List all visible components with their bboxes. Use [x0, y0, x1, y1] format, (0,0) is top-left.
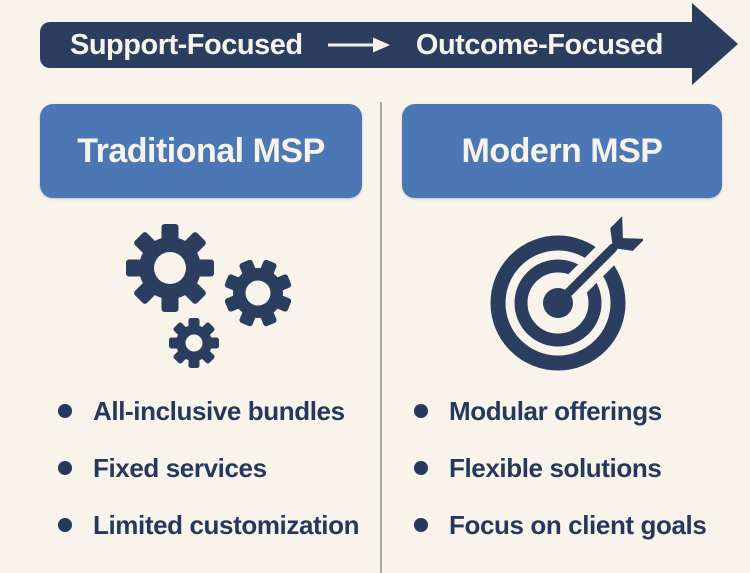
gears-icon: [126, 224, 292, 368]
bullet-dot-icon: [58, 461, 72, 475]
list-item: All-inclusive bundles: [58, 394, 345, 428]
right-arrow-icon: [328, 37, 391, 53]
list-item-label: Modular offerings: [449, 395, 662, 426]
banner-left-label: Support-Focused: [70, 28, 303, 61]
modern-msp-title: Modern MSP: [461, 131, 663, 170]
list-item-label: Focus on client goals: [449, 509, 707, 540]
target-icon: [490, 216, 643, 371]
list-item: Focus on client goals: [414, 508, 707, 542]
transition-banner: Support-Focused Outcome-Focused: [40, 22, 693, 68]
list-item-label: Flexible solutions: [449, 452, 662, 483]
bullet-dot-icon: [414, 461, 428, 475]
list-item: Flexible solutions: [414, 451, 662, 485]
banner-arrowhead: [692, 3, 738, 85]
list-item-label: Limited customization: [93, 509, 360, 540]
bullet-dot-icon: [58, 518, 72, 532]
banner-right-label: Outcome-Focused: [415, 28, 664, 61]
bullet-dot-icon: [414, 518, 428, 532]
bullet-dot-icon: [58, 404, 72, 418]
list-item-label: All-inclusive bundles: [93, 395, 345, 426]
traditional-msp-title: Traditional MSP: [77, 131, 325, 170]
list-item: Fixed services: [58, 451, 267, 485]
column-divider: [380, 102, 382, 573]
list-item-label: Fixed services: [93, 452, 267, 483]
traditional-msp-header: Traditional MSP: [40, 104, 362, 198]
list-item: Limited customization: [58, 508, 359, 542]
list-item: Modular offerings: [414, 394, 662, 428]
bullet-dot-icon: [414, 404, 428, 418]
modern-msp-header: Modern MSP: [402, 104, 722, 198]
